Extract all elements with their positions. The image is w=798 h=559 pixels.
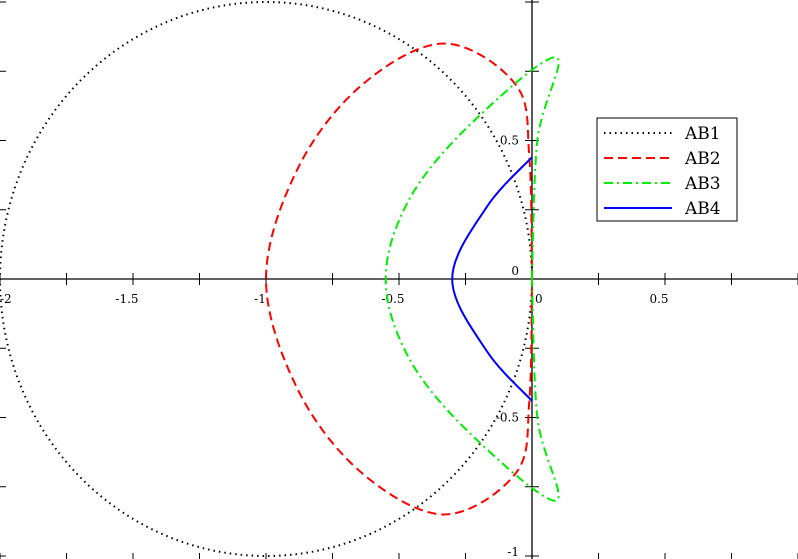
y-tick-label: 0.5 [500,134,519,148]
x-tick-label: -0.5 [381,292,404,306]
y-tick-label: -1 [507,545,519,559]
legend-label-ab3: AB3 [684,174,721,194]
x-tick-label: -1 [254,292,266,306]
legend-box [596,117,738,222]
legend-label-ab2: AB2 [684,149,721,169]
legend-label-ab1: AB1 [684,124,721,144]
x-tick-label: 0.5 [649,292,668,306]
series-ab2-curve [264,42,533,516]
series-curves [0,1,560,557]
legend-label-ab4: AB4 [684,199,721,219]
x-tick-label: -2 [0,292,12,306]
y-tick-label: 0 [511,264,519,278]
y-tick-label: -0.5 [496,411,519,425]
series-ab4-curve [451,156,533,402]
series-ab3-curve [384,56,560,502]
x-tick-label: -1.5 [115,292,138,306]
x-tick-label: 0 [535,292,543,306]
